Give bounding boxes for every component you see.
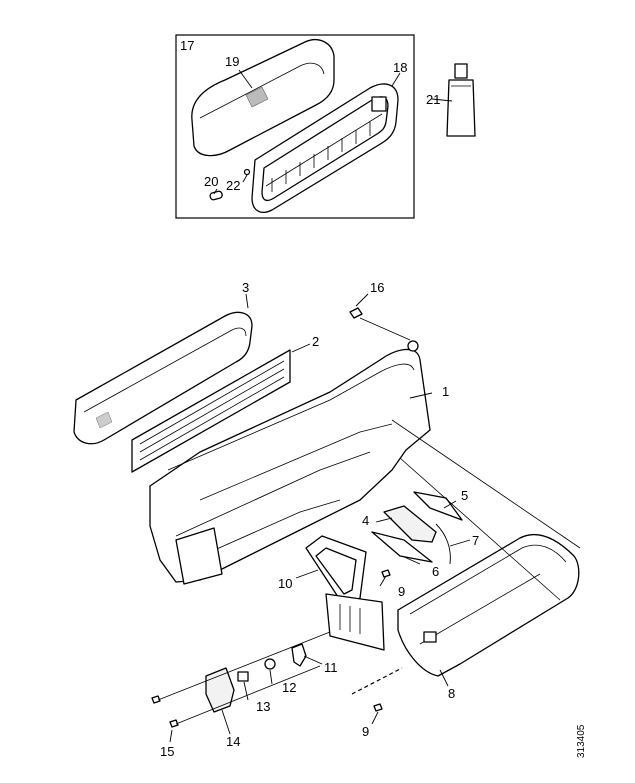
callout-6: 6 bbox=[432, 564, 439, 579]
callout-15: 15 bbox=[160, 744, 174, 759]
inset-kit-panel bbox=[175, 34, 476, 219]
callout-1: 1 bbox=[442, 384, 449, 399]
reference-number: 313405 bbox=[576, 724, 587, 758]
part-6-strip bbox=[371, 531, 433, 563]
part-16-clip bbox=[349, 307, 363, 319]
part-4-handle bbox=[383, 505, 437, 543]
callout-5: 5 bbox=[461, 488, 468, 503]
callout-16: 16 bbox=[370, 280, 384, 295]
callout-17: 17 bbox=[180, 38, 194, 53]
callout-18: 18 bbox=[393, 60, 407, 75]
part-3-lid bbox=[73, 311, 253, 445]
part-10-bracket bbox=[305, 535, 367, 607]
part-8-bin bbox=[397, 533, 580, 677]
callout-2: 2 bbox=[312, 334, 319, 349]
part-13-clip bbox=[237, 671, 249, 682]
callout-3: 3 bbox=[242, 280, 249, 295]
callout-22: 22 bbox=[226, 178, 240, 193]
part-15-screw-a bbox=[151, 695, 161, 704]
callout-11: 11 bbox=[324, 660, 338, 675]
part-2-filter bbox=[131, 349, 291, 473]
callout-14: 14 bbox=[226, 734, 240, 749]
callout-9-upper: 9 bbox=[398, 584, 405, 599]
callout-labels: 17 19 18 21 20 22 3 16 2 1 5 4 7 6 9 10 … bbox=[160, 38, 587, 759]
part-9-screw-a bbox=[381, 569, 391, 578]
callout-20: 20 bbox=[204, 174, 218, 189]
part-12-washer bbox=[264, 658, 276, 670]
callout-21: 21 bbox=[426, 92, 440, 107]
callout-9-lower: 9 bbox=[362, 724, 369, 739]
callout-19: 19 bbox=[225, 54, 239, 69]
part-5-strip bbox=[413, 491, 463, 521]
callout-13: 13 bbox=[256, 699, 270, 714]
part-19-cover bbox=[191, 39, 335, 157]
callout-10: 10 bbox=[278, 576, 292, 591]
part-9-screw-b bbox=[373, 703, 383, 712]
callout-8: 8 bbox=[448, 686, 455, 701]
latch-plate bbox=[325, 593, 385, 651]
callout-7: 7 bbox=[472, 533, 479, 548]
dashed-guide bbox=[351, 667, 403, 695]
part-20-pin bbox=[209, 190, 223, 201]
part-11-lever bbox=[291, 643, 307, 667]
part-1-housing bbox=[149, 340, 431, 585]
part-7-rod bbox=[435, 523, 451, 565]
part-15-screw-b bbox=[169, 719, 179, 728]
callout-12: 12 bbox=[282, 680, 296, 695]
part-14-actuator bbox=[205, 667, 235, 713]
part-21-adhesive-tube bbox=[446, 63, 476, 137]
callout-4: 4 bbox=[362, 513, 369, 528]
part-22-clip bbox=[243, 168, 251, 176]
part-18-grille-frame bbox=[251, 83, 399, 213]
